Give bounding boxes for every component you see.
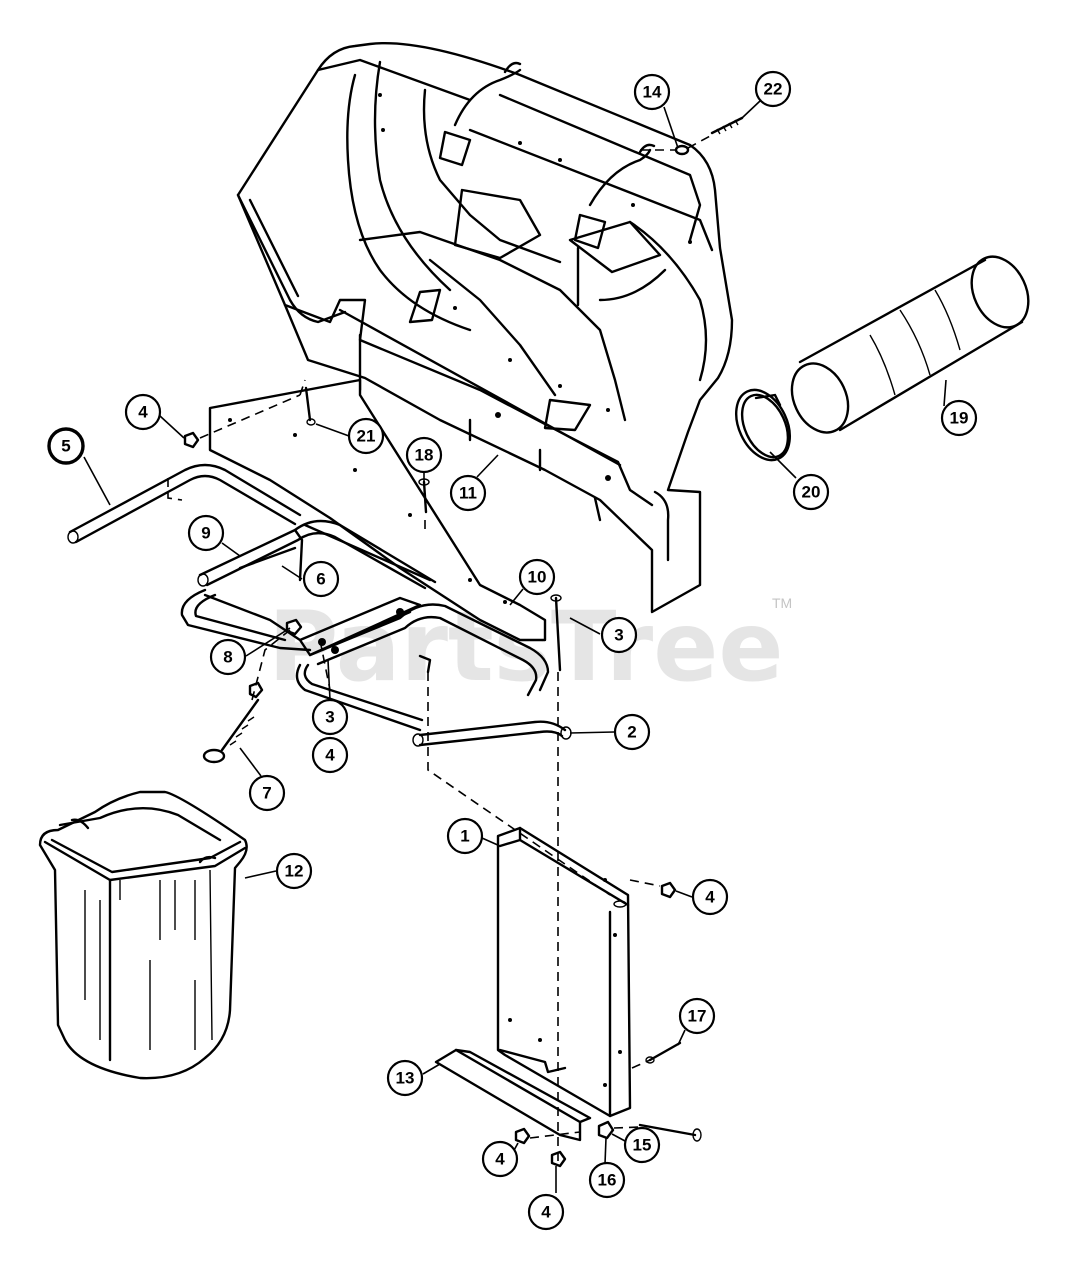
bag-part-12 (38, 790, 248, 1080)
svg-text:2: 2 (627, 723, 636, 742)
watermark-trademark: TM (772, 595, 792, 611)
callout-14: 14 (633, 73, 671, 111)
callout-1: 1 (446, 817, 484, 855)
svg-text:1: 1 (460, 827, 469, 846)
svg-text:12: 12 (285, 862, 304, 881)
plate-part-13 (434, 1048, 592, 1142)
assembly-lines (199, 134, 713, 1165)
callout-4-d: 4 (481, 1140, 519, 1178)
callout-13: 13 (386, 1059, 424, 1097)
clamp-part-20 (735, 388, 791, 462)
callout-4-a: 4 (124, 393, 162, 431)
callout-7: 7 (248, 774, 286, 812)
callout-19: 19 (940, 399, 978, 437)
svg-text:13: 13 (396, 1069, 415, 1088)
callout-18: 18 (405, 436, 443, 474)
svg-text:17: 17 (688, 1007, 707, 1026)
callout-17: 17 (678, 997, 716, 1035)
chute-part-19 (790, 255, 1030, 434)
callout-3-b: 3 (311, 698, 349, 736)
callout-9: 9 (187, 514, 225, 552)
svg-text:21: 21 (357, 427, 376, 446)
callout-22: 22 (754, 70, 792, 108)
callout-8: 8 (209, 638, 247, 676)
eyebolt-part-7 (202, 698, 260, 764)
svg-text:15: 15 (633, 1136, 652, 1155)
rod-part-5 (67, 463, 302, 544)
callout-4-e: 4 (527, 1193, 565, 1231)
callout-4-b: 4 (311, 736, 349, 774)
svg-text:22: 22 (764, 80, 783, 99)
svg-text:6: 6 (316, 570, 325, 589)
callout-11: 11 (449, 474, 487, 512)
svg-text:9: 9 (201, 524, 210, 543)
callout-10: 10 (518, 558, 556, 596)
svg-text:7: 7 (262, 784, 271, 803)
hood-assembly (236, 41, 734, 614)
callout-3-a: 3 (600, 616, 638, 654)
svg-text:4: 4 (705, 888, 715, 907)
callout-15: 15 (623, 1126, 661, 1164)
svg-text:4: 4 (495, 1150, 505, 1169)
svg-text:8: 8 (223, 648, 232, 667)
callout-4-c: 4 (691, 878, 729, 916)
svg-text:3: 3 (325, 708, 334, 727)
svg-text:3: 3 (614, 626, 623, 645)
svg-text:4: 4 (138, 403, 148, 422)
leader-lines (83, 100, 947, 1193)
callouts: 14 22 19 20 4 21 5 18 11 9 6 10 3 8 3 4 … (47, 70, 978, 1231)
callout-16: 16 (588, 1161, 626, 1199)
svg-text:4: 4 (541, 1203, 551, 1222)
callout-12: 12 (275, 852, 313, 890)
svg-text:19: 19 (950, 409, 969, 428)
callout-20: 20 (792, 473, 830, 511)
svg-text:18: 18 (415, 446, 434, 465)
bracket-part-1 (496, 826, 632, 1118)
frame-part-10 (295, 596, 572, 747)
hardware (183, 116, 744, 1168)
svg-text:4: 4 (325, 746, 335, 765)
callout-21: 21 (347, 417, 385, 455)
svg-text:14: 14 (643, 83, 662, 102)
callout-6: 6 (302, 560, 340, 598)
svg-text:11: 11 (459, 484, 477, 503)
callout-5: 5 (47, 427, 85, 465)
svg-text:10: 10 (528, 568, 547, 587)
svg-text:16: 16 (598, 1171, 617, 1190)
svg-text:20: 20 (802, 483, 821, 502)
svg-text:5: 5 (61, 437, 70, 456)
callout-2: 2 (613, 713, 651, 751)
